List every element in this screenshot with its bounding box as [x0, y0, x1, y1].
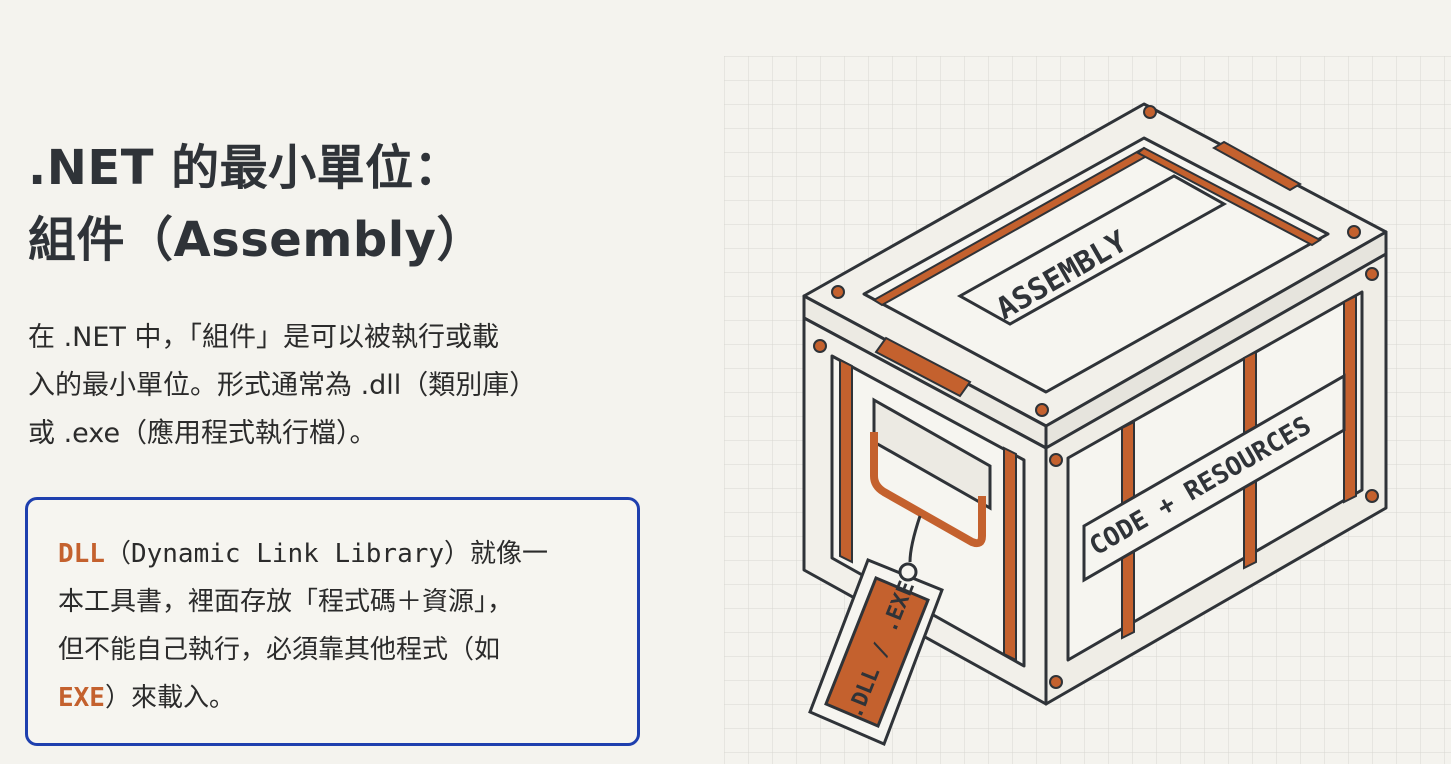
callout-line-2: 本工具書，裡面存放「程式碼＋資源」，	[58, 587, 514, 617]
callout-line-1-rest: （Dynamic Link Library）就像一	[104, 539, 549, 569]
rivet	[831, 285, 845, 299]
rivet	[813, 339, 827, 353]
tag-string	[908, 515, 922, 563]
description: 在 .NET 中，「組件」是可以被執行或載 入的最小單位。形式通常為 .dll（…	[28, 314, 648, 458]
rivet	[1049, 675, 1063, 689]
callout-line-4: EXE）來載入。	[58, 674, 548, 722]
lid-label-plate	[956, 174, 1228, 326]
lid-strap-right	[1136, 146, 1323, 247]
description-line-1: 在 .NET 中，「組件」是可以被執行或載	[28, 322, 499, 353]
description-line-3: 或 .exe（應用程式執行檔）。	[28, 418, 377, 449]
crate-icon: CODE + RESOURCES ASSEMBLY	[724, 56, 1451, 764]
rivet	[1035, 403, 1049, 417]
rivet	[1365, 267, 1379, 281]
tag-inner	[824, 576, 930, 728]
title-line-2: 組件（Assembly）	[28, 212, 485, 268]
rivet	[1049, 453, 1063, 467]
lid-hinge-right	[1211, 140, 1303, 192]
rivet	[1347, 225, 1361, 239]
exe-highlight: EXE	[58, 683, 105, 713]
description-line-2: 入的最小單位。形式通常為 .dll（類別庫）	[28, 370, 537, 401]
title-line-1: .NET 的最小單位：	[28, 140, 463, 196]
handle-grip	[870, 432, 986, 548]
tag-hole	[898, 562, 918, 582]
dll-highlight: DLL	[58, 539, 105, 569]
page-title: .NET 的最小單位： 組件（Assembly）	[28, 132, 485, 276]
right-strap-3	[1343, 294, 1357, 504]
left-strap-1	[839, 358, 853, 564]
lid-hinge-left	[874, 336, 972, 398]
handle-plate	[872, 397, 992, 511]
callout-line-1: DLL（Dynamic Link Library）就像一	[58, 530, 548, 578]
rivet	[1365, 489, 1379, 503]
dll-callout-box: DLL（Dynamic Link Library）就像一 本工具書，裡面存放「程…	[25, 497, 640, 746]
assembly-crate-illustration: CODE + RESOURCES ASSEMBLY	[724, 56, 1451, 764]
callout-line-4-rest: ）來載入。	[104, 683, 235, 713]
side-label-band	[1082, 373, 1346, 583]
rivet	[1143, 105, 1157, 119]
callout-line-3: 但不能自己執行，必須靠其他程式（如	[58, 635, 501, 665]
text-panel: .NET 的最小單位： 組件（Assembly） 在 .NET 中，「組件」是可…	[0, 0, 700, 764]
left-strap-2	[1003, 446, 1017, 662]
callout-text: DLL（Dynamic Link Library）就像一 本工具書，裡面存放「程…	[58, 530, 548, 722]
